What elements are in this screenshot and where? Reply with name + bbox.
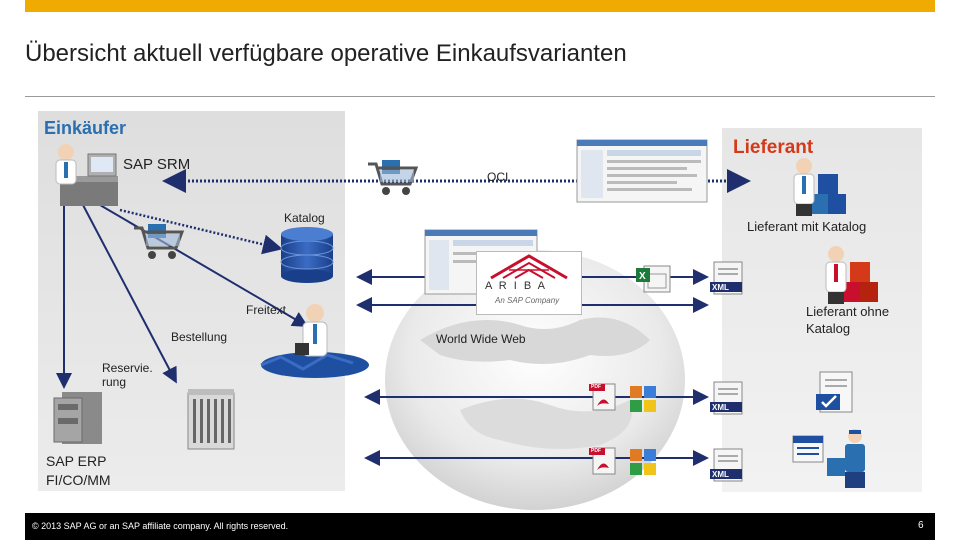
database-icon	[280, 227, 334, 283]
world-wide-web-label: World Wide Web	[436, 332, 526, 346]
supplier-without-catalog-icon	[825, 246, 878, 304]
pdf-badge: PDF	[591, 448, 601, 454]
svg-text:X: X	[639, 271, 646, 282]
excel-document-icon: X	[636, 265, 671, 293]
shopping-cart-icon	[134, 224, 185, 259]
globe-icon	[385, 250, 685, 510]
ariba-logo: A R I B A An SAP Company	[476, 251, 582, 315]
sap-erp-label-line2: FI/CO/MM	[46, 472, 111, 488]
bestellung-line	[82, 204, 177, 384]
pdf-document-icon	[589, 383, 616, 411]
pdf-document-icon	[589, 447, 616, 475]
buyer-desk-icon	[55, 144, 118, 206]
page-title: Übersicht aktuell verfügbare operative E…	[25, 40, 627, 67]
title-divider	[25, 96, 935, 97]
shopping-cart-icon	[368, 160, 419, 195]
page-number: 6	[918, 520, 924, 531]
freitext-line	[99, 204, 309, 328]
katalog-label: Katalog	[284, 211, 325, 225]
xml-document-icon	[710, 448, 743, 482]
server-rack-icon	[187, 389, 235, 450]
top-accent-bar	[25, 0, 935, 12]
sap-srm-label: SAP SRM	[123, 156, 191, 173]
pdf-badge: PDF	[591, 384, 601, 390]
xml-document-icon	[710, 381, 743, 415]
copyright-text: © 2013 SAP AG or an SAP affiliate compan…	[32, 521, 289, 531]
xml-badge: XML	[712, 283, 729, 292]
katalog-line	[119, 208, 283, 255]
supplier-heading: Lieferant	[733, 137, 814, 158]
supplier-without-catalog-label-line2: Katalog	[806, 321, 851, 336]
supplier-worker-icon	[792, 429, 865, 488]
checklist-document-icon	[816, 371, 853, 413]
reservierung-label-line2: rung	[102, 375, 127, 389]
footer-bar	[25, 513, 935, 540]
server-icon	[53, 392, 102, 444]
supplier-without-catalog-label-line1: Lieferant ohne	[806, 304, 890, 319]
bestellung-label: Bestellung	[171, 330, 228, 344]
reservierung-label-line1: Reservie.	[102, 361, 153, 375]
freitext-label: Freitext	[246, 303, 287, 317]
xml-document-icon	[710, 261, 743, 295]
ariba-tagline: An SAP Company	[495, 296, 560, 305]
office-document-icon	[630, 386, 656, 412]
ariba-wordmark: A R I B A	[485, 280, 548, 292]
web-catalog-screenshot	[576, 139, 708, 203]
supplier-with-catalog-label: Lieferant mit Katalog	[747, 219, 867, 234]
oci-label: OCI	[487, 170, 509, 184]
xml-badge: XML	[712, 403, 729, 412]
supplier-with-catalog-icon	[793, 158, 846, 216]
office-document-icon	[630, 449, 656, 475]
sap-erp-label-line1: SAP ERP	[46, 453, 107, 469]
buyer-heading: Einkäufer	[44, 118, 127, 138]
ariba-emblem-icon	[490, 254, 568, 280]
xml-badge: XML	[712, 470, 729, 479]
purchaser-platform-icon	[260, 304, 369, 378]
